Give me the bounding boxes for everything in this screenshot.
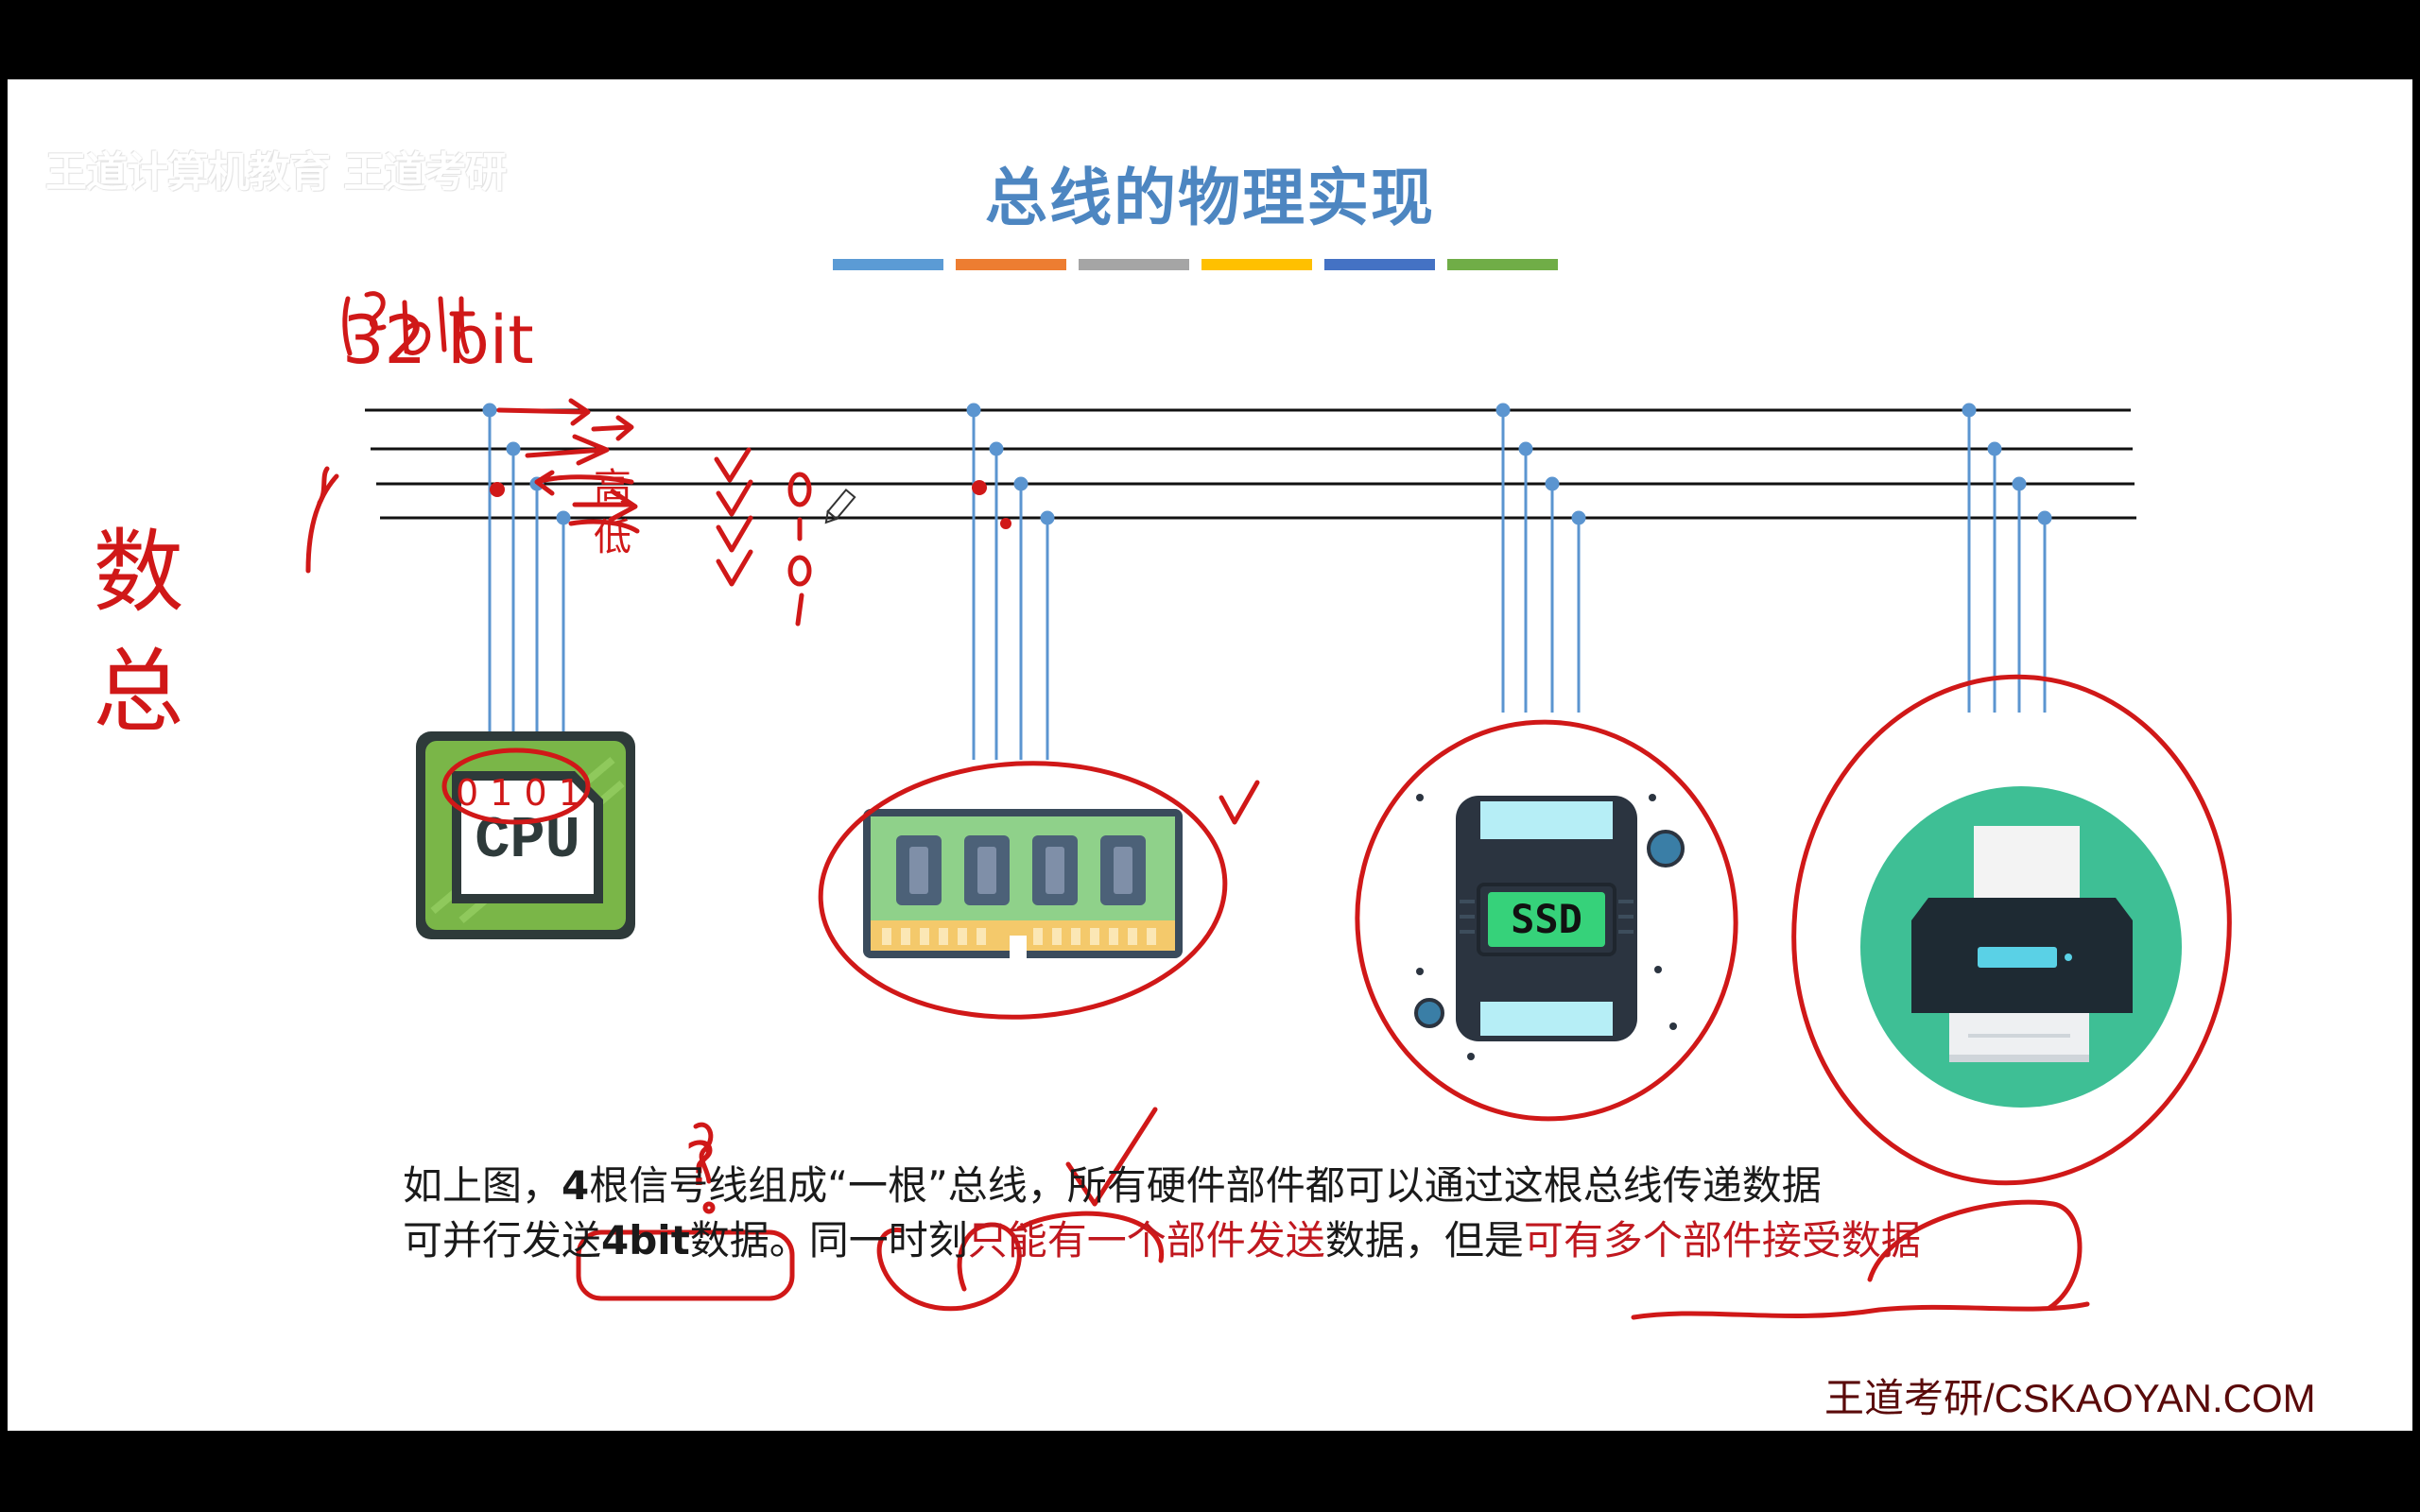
caption-text: 可并行发送 — [403, 1217, 602, 1263]
caption-line-1: 如上图，4根信号线组成“一根”总线，所有硬件部件都可以通过这根总线传递数据 — [403, 1159, 1921, 1213]
footer-brand: 王道考研/CSKAOYAN.COM — [1824, 1376, 2316, 1420]
caption-highlight: 只能有一个部件发送 — [967, 1217, 1325, 1263]
caption-bold: 4bit — [601, 1217, 690, 1263]
hand-annotations — [305, 291, 2232, 1320]
caption-highlight: 可有多个部件接受数据 — [1523, 1217, 1921, 1263]
caption-text: 数据，但是 — [1324, 1217, 1524, 1263]
ssd-taps — [1495, 403, 1586, 713]
pen-cursor-icon — [824, 488, 856, 524]
ssd-drive-icon: SSD — [1414, 794, 1685, 1060]
accent-bar-green — [1447, 259, 1558, 270]
cpu-label: CPU — [475, 807, 580, 874]
printer-icon — [1860, 786, 2182, 1108]
question-mark-note: ? — [684, 1130, 717, 1200]
lane-order-note: 高 低 — [587, 467, 631, 555]
accent-bar-gray — [1079, 259, 1189, 270]
cpu-bits-note: 0 1 0 1 — [456, 772, 581, 814]
slide-title: 总线的物理实现 — [985, 162, 1435, 234]
accent-bar-orange — [956, 259, 1066, 270]
ssd-label: SSD — [1511, 896, 1582, 942]
bus-label-note: 数 总 — [78, 524, 183, 734]
cpu-chip-icon: CPU — [416, 731, 635, 939]
caption-line-2: 可并行发送4bit数据。同一时刻只能有一个部件发送数据，但是可有多个部件接受数据 — [403, 1213, 1921, 1268]
caption-text: 根信号线组成“一根”总线，所有硬件部件都可以通过这根总线传递数据 — [589, 1162, 1822, 1209]
cpu-taps — [482, 403, 571, 760]
caption-text: 如上图， — [403, 1162, 562, 1209]
caption-bold: 4 — [562, 1162, 590, 1209]
accent-bar-yellow — [1201, 259, 1312, 270]
accent-bar-darkblue — [1324, 259, 1435, 270]
watermark: 王道计算机教育 王道考研 — [45, 148, 507, 197]
bus-lines — [365, 408, 2136, 520]
bit-width-note: 32 bit — [342, 301, 534, 379]
ram-taps — [966, 403, 1055, 760]
bus-diagram: CPU — [78, 291, 2232, 1320]
caption-text: 数据。同一时刻 — [689, 1217, 968, 1263]
ram-module-icon — [863, 809, 1183, 958]
accent-bar-blue — [833, 259, 943, 270]
slide-caption: 如上图，4根信号线组成“一根”总线，所有硬件部件都可以通过这根总线传递数据 可并… — [403, 1159, 1921, 1268]
accent-color-bars — [833, 259, 1558, 270]
printer-taps — [1962, 403, 2052, 713]
slide: 王道计算机教育 王道考研 总线的物理实现 — [8, 79, 2412, 1431]
